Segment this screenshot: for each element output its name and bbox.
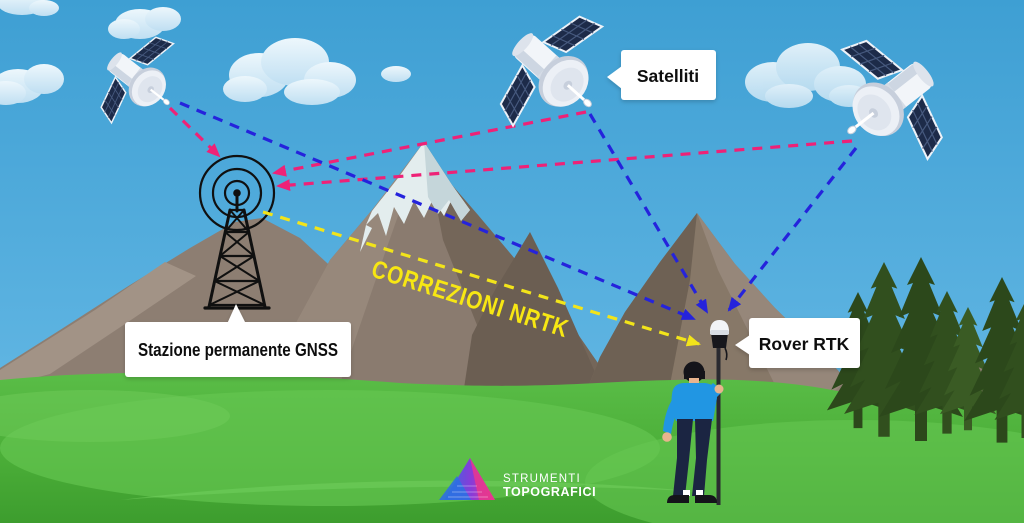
logo: STRUMENTI TOPOGRAFICI — [439, 458, 596, 500]
left-hill-light-face — [0, 262, 196, 387]
signal-sat-right-to-station — [276, 139, 853, 192]
label-gnss-station-text: Stazione permanente GNSS — [138, 340, 338, 360]
cloud-right — [745, 43, 869, 108]
surveyor — [662, 361, 724, 503]
snow-cap — [360, 142, 470, 252]
signal-sat-left-to-station — [168, 106, 221, 158]
small-dark-peak — [463, 232, 605, 395]
grass-highlight — [0, 390, 230, 442]
signal-lines — [168, 101, 858, 347]
cloud-top-small — [108, 7, 181, 39]
clouds — [0, 0, 869, 108]
cloud-left — [0, 64, 64, 105]
cloud-center — [223, 38, 411, 105]
surveyor-neck — [689, 378, 699, 385]
label-rover: Rover RTK — [735, 318, 860, 368]
antenna-dot-icon — [233, 189, 241, 197]
cloud-top-left-corner — [0, 0, 59, 16]
corrections-station-to-rover — [262, 210, 701, 347]
label-gnss-station: Stazione permanente GNSS — [125, 304, 351, 377]
radio-wave-icon — [198, 154, 276, 232]
label-satellites: Satelliti — [607, 50, 716, 100]
grass-highlight — [585, 420, 1024, 523]
grass — [0, 372, 1024, 523]
surveyor-legs — [673, 419, 712, 496]
signal-sat-center-to-rover — [588, 113, 709, 314]
logo-line2: TOPOGRAFICI — [503, 485, 596, 499]
surveyor-left-hand — [662, 432, 672, 442]
logo-mountain-icon — [439, 458, 495, 500]
rover-pole — [710, 320, 729, 505]
label-rover-text: Rover RTK — [759, 334, 850, 354]
logo-line1: STRUMENTI — [503, 473, 581, 485]
surveyor-left-arm — [663, 394, 683, 434]
gnss-station-tower — [198, 154, 276, 310]
surveyor-shoes — [667, 490, 717, 503]
signal-sat-right-to-rover — [727, 147, 858, 312]
right-mountain-shadow — [585, 213, 697, 395]
surveyor-right-hand — [714, 384, 724, 394]
gnss-receiver-icon — [710, 320, 729, 361]
label-satellites-text: Satelliti — [637, 66, 699, 86]
signal-sat-left-to-rover — [179, 101, 696, 321]
